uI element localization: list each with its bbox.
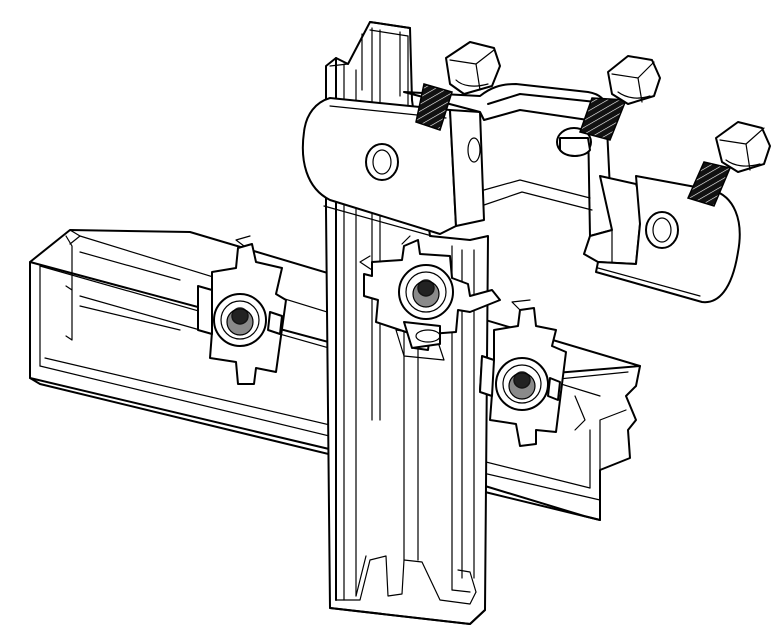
hex-bolt-middle (579, 55, 661, 141)
hex-bolt-right (686, 121, 771, 207)
hex-bolt-left (415, 41, 501, 131)
bracket-hole-right (645, 211, 679, 249)
spring-nut-washer-left (197, 235, 287, 385)
spring-nut-washer-right (479, 299, 567, 447)
bracket-hole-left (365, 143, 399, 181)
spring-nut-washer-middle (359, 235, 501, 351)
